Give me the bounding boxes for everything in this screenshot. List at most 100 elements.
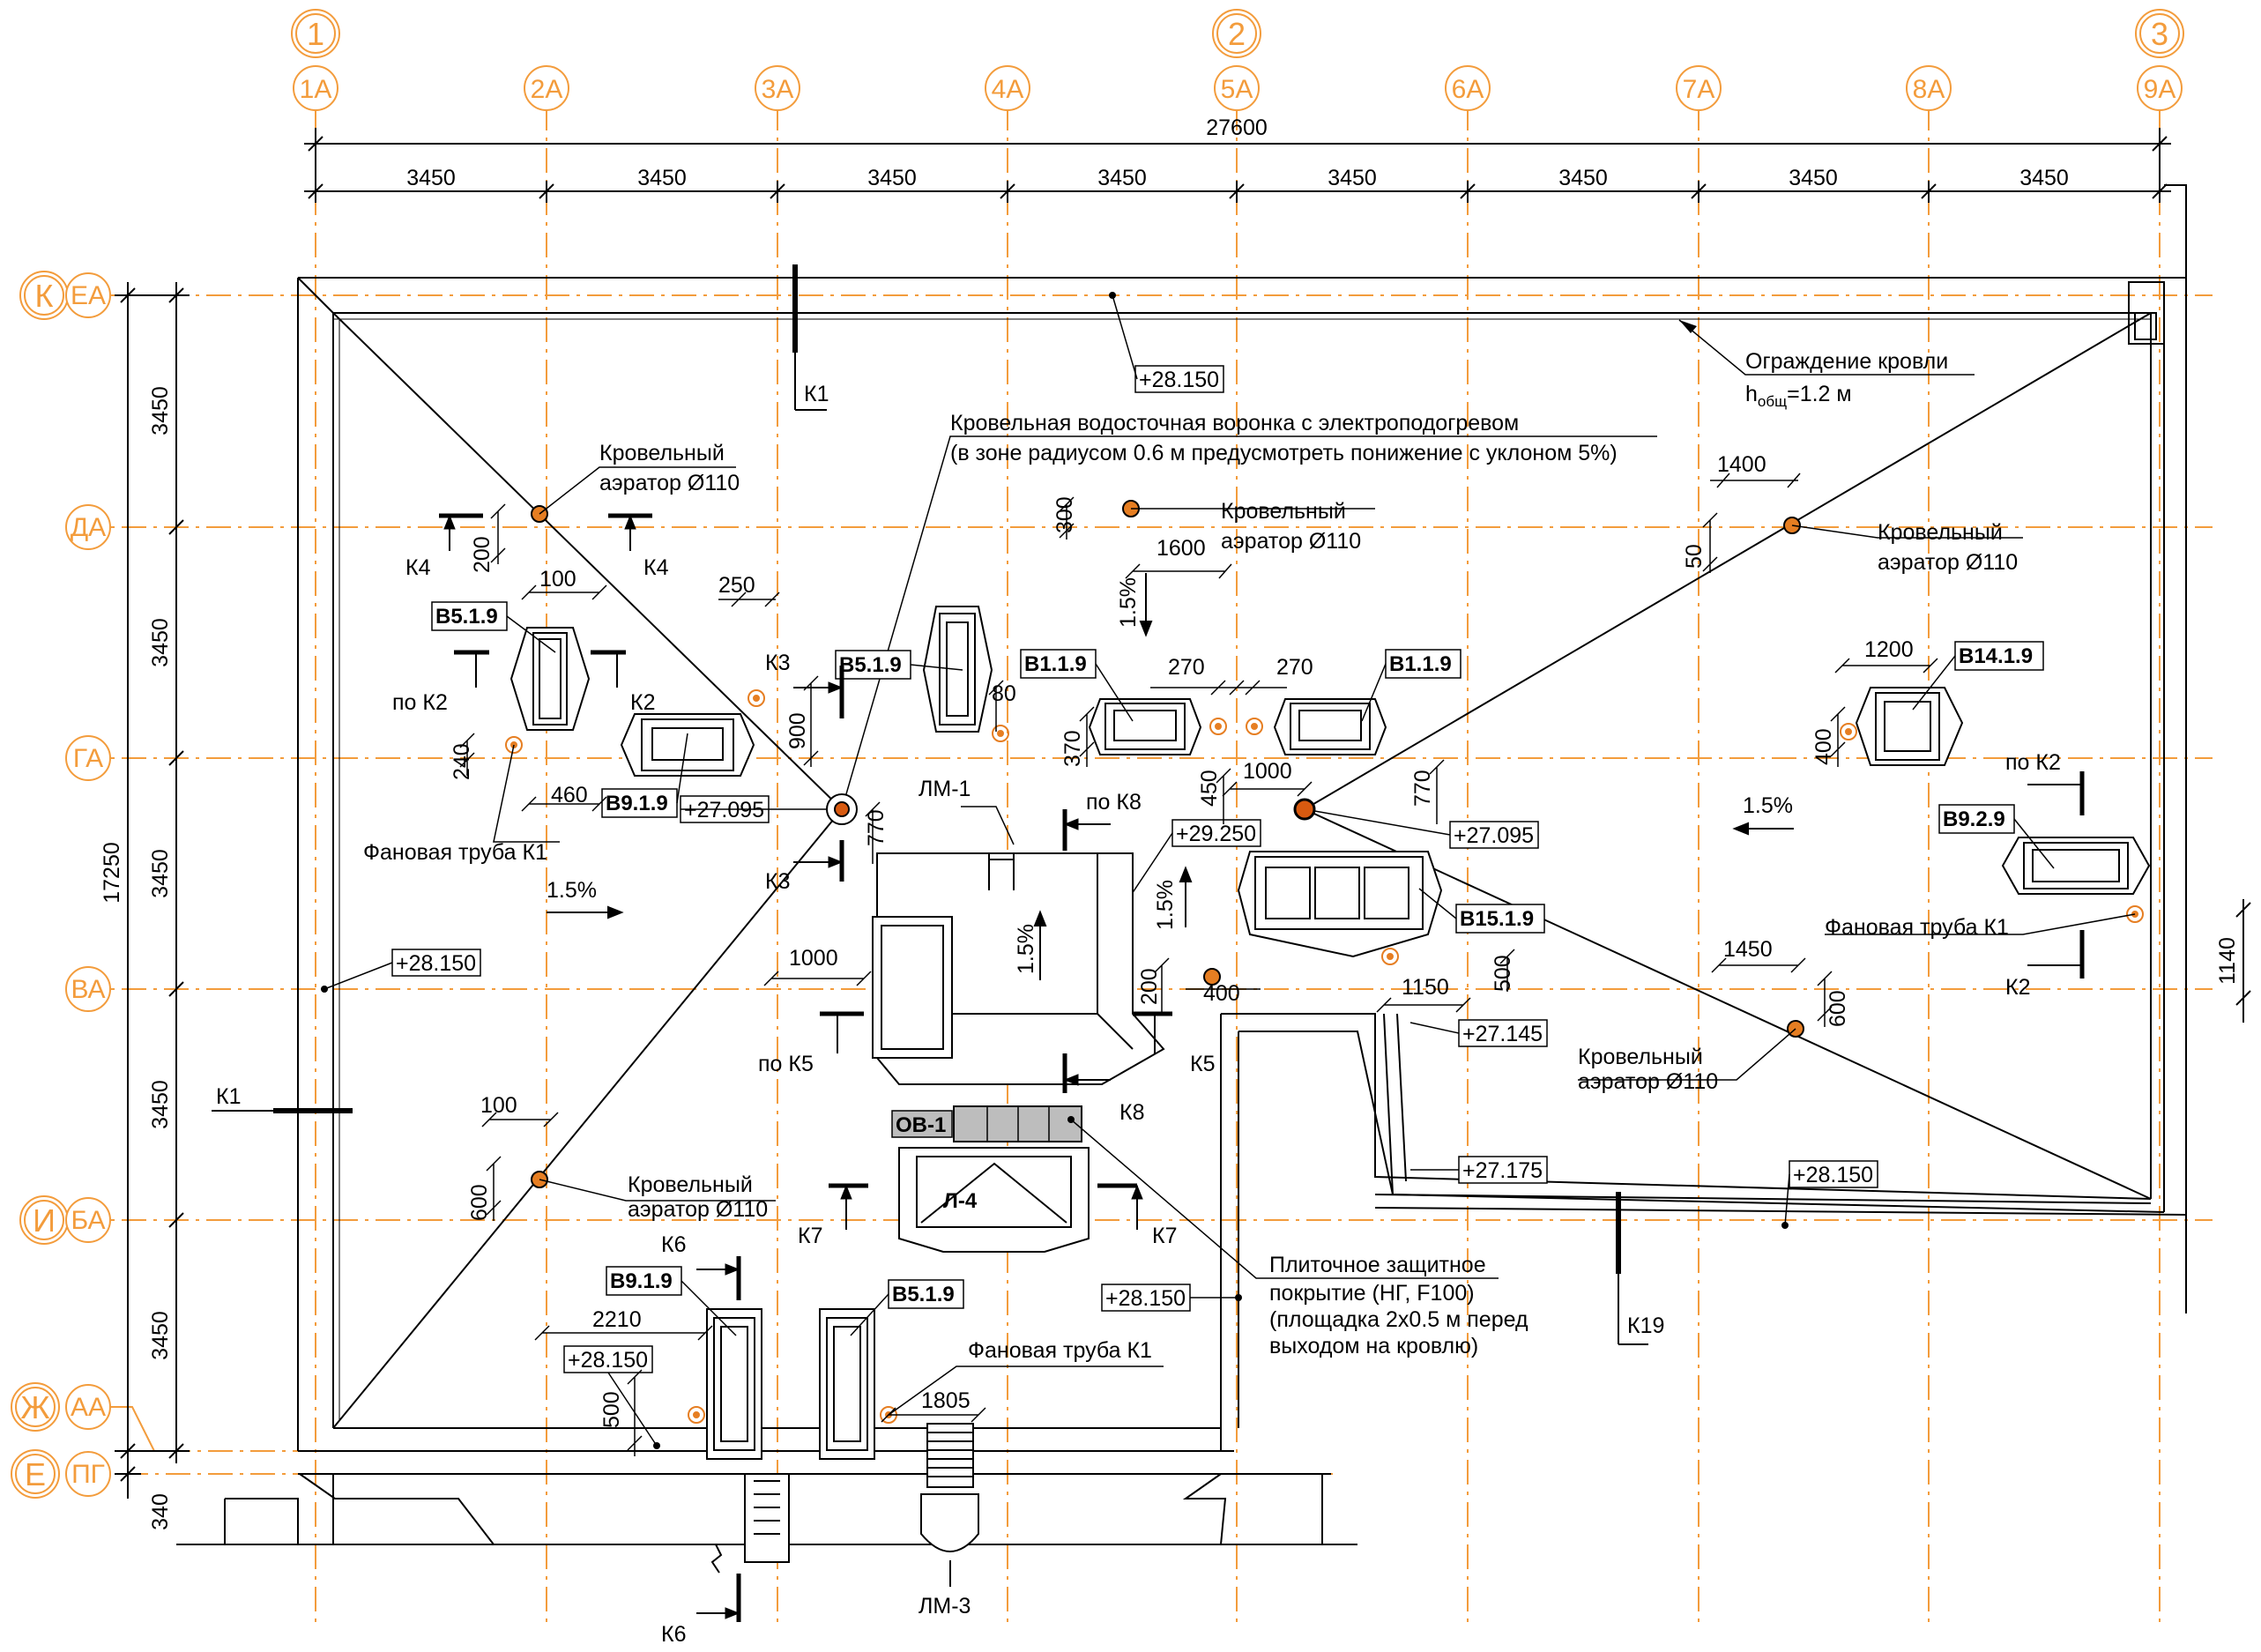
dim-1000-left: 1000 [789, 946, 838, 971]
cut-label-po-k8: по К8 [1086, 790, 1142, 815]
dim-770-left: 770 [864, 809, 889, 846]
unit-b1519 [1237, 851, 1443, 958]
elev-top: +28.150 [1139, 368, 1219, 392]
axis-label-3a: 3А [762, 75, 794, 104]
dim-3450-1: 3450 [406, 166, 456, 190]
dim-right-1140: 1140 [2215, 937, 2240, 985]
axis-label-7a: 7А [1683, 75, 1715, 104]
parapet-inner-line [333, 318, 2151, 1421]
section-k1-label-top: К1 [804, 382, 829, 406]
dim-600-left: 600 [467, 1184, 492, 1221]
lm3-label: ЛМ-3 [919, 1594, 971, 1619]
cut-label-k4-right: К4 [643, 555, 669, 580]
unit-b929 [2001, 837, 2151, 895]
unit-label-b519-center: В5.1.9 [839, 653, 902, 677]
axis-label-ga: ГА [73, 744, 103, 773]
small-dim-lines [459, 473, 1938, 1456]
unit-label-boxes [431, 601, 2044, 1309]
axis-label-ea: ЕА [71, 281, 106, 310]
dim-3450-8: 3450 [2019, 166, 2069, 190]
aerator-notes: Кровельный аэратор Ø110 Кровельный аэрат… [363, 441, 2018, 1363]
axis-label-i: И [33, 1202, 56, 1239]
dim-460: 460 [551, 783, 588, 807]
section-k1-label-left: К1 [216, 1084, 241, 1109]
dim-3450-3: 3450 [867, 166, 917, 190]
funnel-note-line2: (в зоне радиусом 0.6 м предусмотреть пон… [950, 441, 1618, 465]
dim-3450-4: 3450 [1097, 166, 1147, 190]
small-dim-texts: 1400 300 1600 50 200 100 250 1200 270 27… [450, 452, 1914, 1428]
tile-note-line2: покрытие (НГ, F100) [1269, 1281, 1475, 1306]
bottom-stair [710, 1473, 790, 1574]
axis-label-2: 2 [1228, 16, 1246, 52]
funnel-note-line1: Кровельная водосточная воронка с электро… [950, 411, 1519, 435]
axis-label-zh: Ж [20, 1389, 49, 1425]
axis-label-aa: АА [71, 1393, 106, 1422]
unit-b919-bottom [706, 1308, 762, 1460]
section-k1-top [792, 264, 827, 411]
dim-1450: 1450 [1723, 937, 1773, 962]
dim-left-3450-5: 3450 [148, 1311, 173, 1360]
axis-label-e: Е [25, 1456, 46, 1492]
dim-3450-7: 3450 [1789, 166, 1838, 190]
unit-label-leaders [506, 615, 2055, 1336]
cut-label-k6-bottom: К6 [661, 1622, 686, 1647]
dim-left-340: 340 [148, 1493, 173, 1530]
dim-400-lm1: 400 [1203, 981, 1240, 1006]
fan-pipe-note-2: Фановая труба К1 [1825, 915, 2009, 940]
aerator-note-1-line2: аэратор Ø110 [599, 471, 740, 495]
dimension-lines [115, 128, 2251, 1499]
dim-200-lm1: 200 [1137, 968, 1162, 1005]
aerator-note-4-line2: аэратор Ø110 [1578, 1069, 1718, 1094]
unit-b519-bottom [819, 1308, 875, 1460]
dim-left-3450-2: 3450 [148, 618, 173, 667]
axis-label-2a: 2А [531, 75, 563, 104]
axis-label-ba: БА [71, 1206, 105, 1235]
cut-label-k4-left: К4 [405, 555, 431, 580]
unit-label-b519-bottom: В5.1.9 [892, 1283, 955, 1306]
dim-80: 80 [992, 681, 1016, 706]
aerators [531, 500, 1804, 1188]
dim-1000-top: 1000 [1243, 759, 1292, 784]
cut-label-po-k2-left: по К2 [392, 690, 448, 715]
unit-label-b1419: В14.1.9 [1959, 644, 2033, 668]
dim-left-3450-3: 3450 [148, 849, 173, 898]
elevation-leaders [324, 294, 1790, 1447]
dim-2210: 2210 [592, 1307, 642, 1332]
dim-270-right: 270 [1276, 655, 1313, 680]
dim-270-left: 270 [1168, 655, 1205, 680]
dim-250: 250 [718, 573, 755, 598]
left-axis-markers [11, 271, 111, 1499]
tile-note-line4: выходом на кровлю) [1269, 1334, 1478, 1358]
ob1-unit: ОВ-1 [891, 1105, 1082, 1142]
l4-hatch [898, 1147, 1090, 1253]
dim-1805: 1805 [921, 1388, 971, 1413]
elev-funnel-left: +27.095 [684, 798, 764, 822]
axis-label-8a: 8А [1913, 75, 1945, 104]
left-axis-leaders [110, 1406, 155, 1452]
elev-bottom-left: +28.150 [568, 1348, 648, 1373]
dim-1400: 1400 [1717, 452, 1766, 477]
aerator-note-3-line1: Кровельный [1878, 520, 2003, 545]
cut-label-po-k2-right: по К2 [2005, 750, 2061, 775]
elev-step2: +27.175 [1462, 1158, 1543, 1183]
cut-label-po-k5: по К5 [758, 1052, 814, 1076]
slope-label-top: 1.5% [1116, 577, 1141, 628]
elev-lm1: +29.250 [1176, 822, 1256, 846]
slope-label-left: 1.5% [547, 878, 597, 903]
roof-funnel-left [826, 793, 858, 825]
axis-label-4a: 4А [992, 75, 1024, 104]
dim-300: 300 [1052, 496, 1077, 533]
ridge-lines [332, 312, 2152, 1429]
cut-label-k7-left: К7 [798, 1224, 822, 1248]
elevation-texts: +28.150 +28.150 +27.095 +29.250 +27.095 … [396, 368, 1873, 1373]
dim-400: 400 [1811, 728, 1836, 765]
lm1-label: ЛМ-1 [919, 777, 971, 801]
lm1-label-group: ЛМ-1 [919, 777, 1015, 845]
unit-label-b119-left: В1.1.9 [1024, 652, 1087, 676]
dim-3450-6: 3450 [1558, 166, 1608, 190]
axis-label-9a: 9А [2144, 75, 2176, 104]
dim-600-right: 600 [1826, 990, 1850, 1027]
aerator-leaders [493, 466, 2136, 1416]
aerator-note-2-line2: аэратор Ø110 [1221, 529, 1361, 554]
